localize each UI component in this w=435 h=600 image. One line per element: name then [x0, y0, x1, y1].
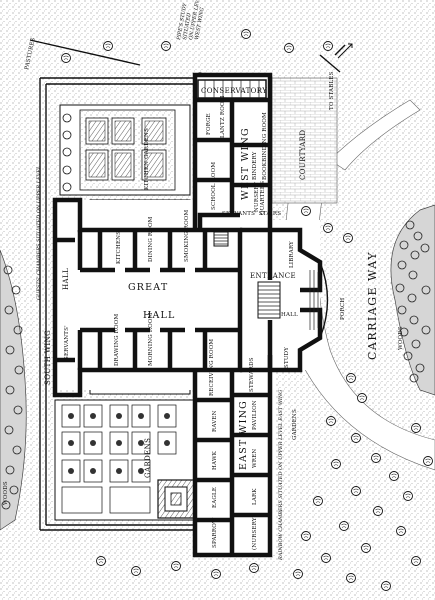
road-to-stables [329, 99, 421, 171]
conservatory [197, 79, 267, 99]
label-wren: WREN [252, 449, 258, 468]
label-school-room: SCHOOL ROOM [211, 162, 217, 210]
label-eagle: EAGLE [212, 487, 218, 508]
label-hawk: HAWK [212, 450, 218, 470]
label-guest-chambers: GUESTS' CHAMBERS SITUATED ON UPPER LEVEL [36, 165, 42, 300]
label-sparrow: SPARROW [212, 517, 218, 548]
label-drawing-room: DRAWING ROOM [114, 314, 120, 366]
entrance-stairs [257, 270, 319, 330]
label-great: GREAT [128, 282, 168, 293]
label-woods-west: WOODS [3, 481, 9, 505]
label-nursery-east: (NURSERY) [251, 515, 258, 550]
label-bindery: BINDERY [252, 151, 258, 180]
label-kitchen-gardens: KITCHEN GARDENS [144, 128, 150, 190]
label-conservatory: CONSERVATORY [201, 87, 267, 95]
woods-west [0, 249, 27, 531]
label-lark: LARK [252, 488, 258, 505]
label-woods-east: WOODS [398, 326, 404, 350]
building-walls [52, 72, 329, 558]
label-bookbinding-room: BOOKBINDING ROOM [262, 112, 268, 180]
servants-stairs [213, 231, 229, 247]
label-lantz-room: LANTZ ROOM [220, 95, 226, 138]
label-nursery: NURSERY [254, 181, 260, 212]
label-library: LIBRARY [289, 241, 295, 268]
label-to-stables: TO STABLES [329, 71, 335, 110]
label-entrance: ENTRANCE [250, 272, 296, 280]
label-gardens-east: GARDENS [292, 409, 298, 440]
label-porch: PORCH [340, 298, 346, 320]
stables-road-edge [319, 44, 346, 73]
label-courtyard: COURTYARD [299, 130, 307, 180]
label-raven: RAVEN [212, 410, 218, 432]
label-gardens-south: GARDENS [144, 438, 152, 478]
label-pipes-note-3: WEST WING [194, 7, 206, 40]
label-servants-south: SERVANTS' [64, 325, 70, 360]
label-stewards: STEWARDS [249, 357, 255, 392]
label-rainbow-chambers: RAINBOW CHAMBERS SITUATED ON UPPER LEVEL… [278, 390, 284, 561]
label-east-wing: EAST WING [238, 400, 249, 470]
label-hall: HALL [143, 310, 176, 321]
label-servants-stairs: SERVANTS' STAIRS [222, 211, 281, 217]
courtyard-paving [271, 77, 338, 204]
woods-east [390, 204, 435, 396]
label-forge: FORGE [206, 113, 212, 135]
label-pipes-note-1: SITUATED [182, 13, 193, 41]
label-kitchens: KITCHENS [116, 231, 122, 264]
label-pavilion: PAVILION [252, 400, 258, 430]
label-hall-west: HALL [62, 268, 70, 290]
label-carriage-way: CARRIAGE WAY [366, 251, 379, 360]
label-receiving-room: RECEIVING ROOM [209, 339, 215, 396]
label-south-wing: SOUTH WING [44, 330, 52, 385]
stables-arrow-icon [337, 43, 353, 59]
label-dining-room: DINING ROOM [148, 216, 154, 262]
label-study: STUDY [284, 347, 290, 368]
label-morning-room: MORNING ROOM [148, 312, 154, 366]
label-quarters: QUARTERS [260, 181, 266, 215]
label-entrance-hall: HALL [281, 312, 298, 318]
pastures-fence [29, 39, 141, 66]
label-west-wing: WEST WING [240, 127, 251, 200]
label-smoking-room: SMOKING ROOM [184, 209, 190, 262]
